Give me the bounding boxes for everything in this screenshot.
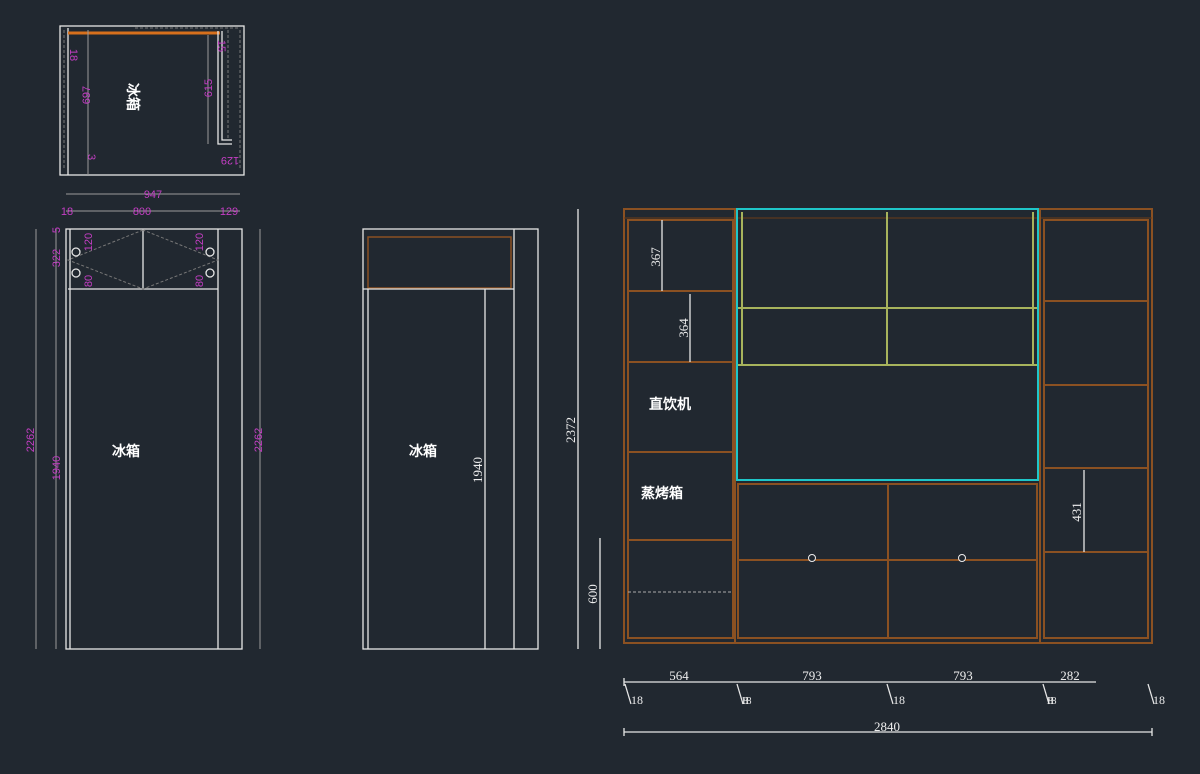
selected-highlight-box[interactable] xyxy=(736,208,1039,481)
door-knob xyxy=(808,554,816,562)
dim-615: 615 xyxy=(203,79,215,97)
dim-18-3: 18 xyxy=(893,693,905,707)
door-knob xyxy=(958,554,966,562)
dim-18-5: 18 xyxy=(1153,693,1165,707)
dim-2262-right: 2262 xyxy=(253,428,265,452)
dim-2372: 2372 xyxy=(563,417,578,443)
water-dispenser-label: 直饮机 xyxy=(649,396,691,413)
fridge-side-elevation: 1940 冰箱 xyxy=(362,228,539,650)
dim-697: 697 xyxy=(81,86,93,104)
right-column-shelves xyxy=(1044,300,1148,553)
dim-367: 367 xyxy=(648,247,663,267)
dim-18-1: 18 xyxy=(631,693,643,707)
dim-364: 364 xyxy=(676,318,691,338)
dim-120-right: 120 xyxy=(194,233,206,251)
steam-oven-label: 蒸烤箱 xyxy=(641,485,683,502)
fridge-label: 冰箱 xyxy=(124,83,141,111)
width-dimensions: 564 793 793 282 18 18 18 18 18 18 18 284… xyxy=(623,668,1165,736)
fridge-front-elevation: 2262 1940 322 5 120 120 80 80 2262 冰箱 xyxy=(25,227,265,650)
dim-1940: 1940 xyxy=(470,457,485,483)
dim-15: 15 xyxy=(215,40,227,52)
fridge-plan-view: 697 615 18 15 129 3 冰箱 947 18 800 129 xyxy=(59,25,245,218)
dim-18-2: 18 18 xyxy=(741,696,752,707)
dim-322: 322 xyxy=(51,249,63,267)
dim-2840: 2840 xyxy=(874,719,900,734)
dim-431: 431 xyxy=(1069,502,1084,522)
dim-80-left: 80 xyxy=(83,275,95,287)
dim-793-left: 793 xyxy=(802,668,822,683)
dim-947: 947 xyxy=(144,189,162,201)
dim-793-right: 793 xyxy=(953,668,973,683)
plan-outline xyxy=(59,25,245,176)
dim-5: 5 xyxy=(51,227,63,233)
dim-282: 282 xyxy=(1060,668,1080,683)
dim-564: 564 xyxy=(669,668,689,683)
dim-1940: 1940 xyxy=(51,456,63,480)
dim-18-4: 18 18 xyxy=(1046,696,1057,707)
dim-600: 600 xyxy=(585,584,600,604)
dim-80-right: 80 xyxy=(194,275,206,287)
dim-3: 3 xyxy=(85,154,97,160)
dim-2262-left: 2262 xyxy=(25,428,37,452)
dim-120-left: 120 xyxy=(83,233,95,251)
fridge-label: 冰箱 xyxy=(409,443,437,460)
fridge-label: 冰箱 xyxy=(112,443,140,460)
left-column-shelves xyxy=(628,290,733,593)
dim-800: 800 xyxy=(133,206,151,218)
dim-18-bottom: 18 xyxy=(61,206,73,218)
dim-129-bottom: 129 xyxy=(220,206,238,218)
display-frame xyxy=(738,212,1037,366)
cabinet-elevation: 直饮机 蒸烤箱 2372 367 364 600 431 xyxy=(563,208,1153,649)
dim-129: 129 xyxy=(221,154,239,166)
dim-18: 18 xyxy=(67,49,79,61)
lower-doors xyxy=(737,483,1038,639)
